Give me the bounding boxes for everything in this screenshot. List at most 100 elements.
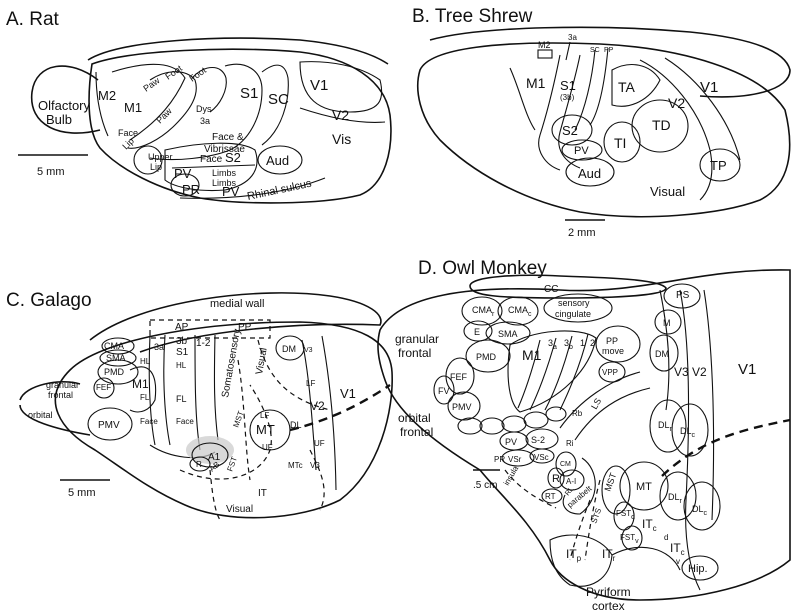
owl-dlr-bot [659, 471, 697, 521]
owl-label-itr: ITr [602, 547, 616, 563]
owl-dlr-top [649, 399, 687, 453]
owl-label-cmar-main: CMA [472, 305, 492, 315]
shrew-label-pv: PV [574, 145, 589, 157]
owl-itp-area [549, 534, 613, 587]
rat-label-m2: M2 [98, 88, 116, 103]
owl-label-cortex: cortex [592, 599, 625, 613]
owl-label-rl: RL [564, 486, 575, 497]
owl-sts-dash [584, 479, 601, 561]
shrew-ta-area [611, 64, 661, 107]
panel-title-tree-shrew: B. Tree Shrew [412, 6, 533, 27]
shrew-3a-pointer [565, 41, 571, 61]
rat-s1-border [149, 63, 263, 161]
owl-label-dlc-top-main: DL [680, 426, 692, 436]
owl-pmv-area [447, 391, 481, 421]
galago-cma-area [101, 337, 135, 355]
galago-label-uf: UF [262, 443, 273, 452]
owl-dlc-bot [683, 481, 721, 531]
panel-rat: A. Rat 5 mm Olfactory Bulb M2 [6, 9, 392, 204]
shrew-scale-label: 2 mm [568, 227, 596, 239]
galago-label-frontal: frontal [48, 390, 73, 400]
owl-bump-3 [501, 415, 527, 433]
owl-itr-border [611, 546, 681, 571]
panel-title-galago: C. Galago [6, 290, 92, 311]
rat-label-m1: M1 [124, 100, 142, 115]
rat-label-paw: Paw [154, 106, 174, 126]
galago-mtc-dash [309, 449, 325, 511]
rat-sc-border [261, 64, 289, 146]
galago-label-dl: DL [290, 420, 302, 430]
rat-label-face-vib-1: Face & [212, 132, 244, 143]
galago-label-s1: S1 [176, 347, 189, 358]
owl-label-itp: ITp [566, 547, 582, 563]
rat-m2-border [95, 71, 109, 137]
galago-label-medial-wall: medial wall [210, 298, 264, 310]
owl-label-3a-sub: a [553, 344, 557, 351]
galago-label-hl-s1: HL [176, 361, 187, 370]
rat-pr-area [170, 173, 200, 197]
owl-vpp-area [598, 361, 626, 383]
rat-label-upper: Upper [148, 152, 173, 162]
owl-label-pr: PR [494, 455, 505, 464]
owl-label-dlc-bot-main: DL [692, 504, 704, 514]
owl-fstv-area [621, 525, 643, 551]
owl-label-dlc-top-sub: c [692, 432, 696, 439]
owl-label-frontal-2: frontal [400, 425, 433, 439]
owl-label-rt: RT [545, 492, 556, 501]
owl-label-cmac-sub: c [528, 311, 532, 318]
owl-insula-dash [504, 469, 557, 509]
owl-label-v3: V3 [674, 365, 689, 379]
galago-v3-border [301, 339, 317, 471]
shrew-pv-area [561, 139, 603, 161]
shrew-ti-area [603, 121, 641, 163]
galago-frontal-pole [19, 381, 81, 401]
galago-label-visual: Visual [226, 504, 253, 515]
owl-v3-border [659, 289, 670, 411]
shrew-label-s1: S1 [560, 78, 576, 93]
owl-label-fstd-sub: d [631, 514, 635, 521]
galago-medial-wall [89, 292, 382, 353]
galago-label-v1: V1 [340, 386, 356, 401]
owl-label-itcd-sub: c [653, 524, 657, 533]
galago-3b-strip [163, 334, 171, 446]
rat-label-pv-1: PV [174, 166, 192, 181]
owl-sma-area [485, 321, 531, 345]
galago-label-hl-m1: HL [140, 357, 151, 366]
shrew-label-visual: Visual [650, 184, 685, 199]
galago-somatosensory-dash [237, 359, 251, 481]
owl-label-3b-sub: b [569, 344, 573, 351]
rat-label-v1: V1 [310, 77, 328, 94]
owl-mt-area [619, 461, 669, 511]
owl-label-vsc: VSc [534, 453, 549, 462]
owl-ps-area [663, 283, 701, 309]
rat-label-limbs-2: Limbs [212, 178, 237, 188]
rat-label-pr: PR [182, 182, 200, 197]
galago-label-3a: 3a [154, 342, 164, 352]
rat-label-v2: V2 [332, 107, 349, 123]
owl-mst-area [601, 465, 631, 515]
owl-label-fstd-main: FST [616, 509, 631, 518]
shrew-label-ta: TA [618, 79, 636, 95]
owl-label-ls: LS [589, 396, 603, 411]
shrew-label-tp: TP [710, 158, 727, 173]
shrew-tp-area [699, 148, 741, 182]
rat-label-face-m1: Face [118, 128, 138, 138]
owl-2-strip [559, 333, 589, 411]
owl-label-pyriform: Pyriform [586, 585, 631, 599]
owl-hip-area [681, 555, 719, 581]
galago-fef-area [93, 377, 115, 399]
shrew-label-sc: SC [590, 47, 600, 54]
galago-12-strip [194, 334, 201, 451]
rat-hemisphere-outline [88, 48, 392, 204]
owl-label-dlc-bot: DLc [692, 504, 708, 517]
galago-visual-dash [257, 339, 331, 411]
owl-label-dm: DM [655, 349, 669, 359]
owl-label-itr-sub: r [613, 554, 616, 563]
rat-label-foot: Foot [187, 65, 208, 84]
owl-label-pv: PV [505, 437, 517, 447]
owl-pp-area [595, 325, 641, 363]
owl-label-sensory-2: cingulate [555, 309, 591, 319]
owl-label-dlr-top: DLr [658, 420, 673, 433]
galago-a1-area [191, 442, 229, 468]
